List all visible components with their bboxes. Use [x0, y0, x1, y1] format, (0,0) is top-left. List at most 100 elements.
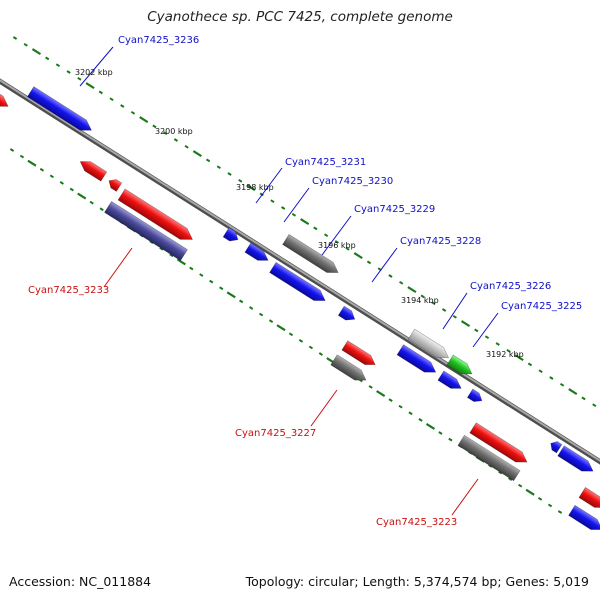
gene-arrow[interactable] — [26, 86, 94, 136]
gene-arrow[interactable] — [282, 233, 342, 277]
scale-tick — [388, 398, 393, 402]
scale-tick — [334, 240, 339, 244]
scale-tick — [59, 181, 64, 185]
scale-tick — [169, 253, 174, 258]
scale-tick — [99, 207, 104, 212]
gene-label[interactable]: Cyan7425_3229 — [354, 204, 435, 215]
scale-tick — [474, 328, 479, 333]
scale-label: 3194 kbp — [401, 296, 439, 305]
gene-label[interactable]: Cyan7425_3223 — [376, 517, 457, 528]
gene-arrow[interactable] — [0, 88, 11, 112]
gene-arrow[interactable] — [396, 344, 439, 378]
scale-tick — [399, 280, 404, 285]
gene-arrow[interactable] — [548, 439, 563, 454]
scale-tick — [276, 324, 286, 332]
scale-tick — [549, 376, 554, 380]
gene-arrow[interactable] — [222, 227, 241, 245]
label-leaders — [79, 46, 499, 516]
scale-tick — [298, 339, 304, 343]
scale-tick — [77, 192, 87, 200]
label-leader-line — [321, 215, 352, 256]
scale-tick — [568, 388, 578, 396]
map-title: Cyanothece sp. PCC 7425, complete genome — [147, 9, 453, 25]
gene-label[interactable]: Cyan7425_3231 — [285, 157, 366, 168]
scale-tick — [189, 266, 194, 271]
scale-tick — [39, 167, 45, 172]
scale-tick — [525, 488, 535, 496]
scale-tick — [226, 291, 236, 299]
gene-arrow[interactable] — [446, 354, 475, 379]
scale-tick — [77, 76, 82, 81]
scale-tick — [98, 90, 103, 95]
gene-arrow[interactable] — [337, 305, 357, 324]
scale-tick — [239, 299, 244, 304]
gene-label[interactable]: Cyan7425_3230 — [312, 176, 393, 187]
gene-label[interactable]: Cyan7425_3233 — [28, 285, 109, 296]
scale-tick — [85, 82, 95, 90]
gene-arrow[interactable] — [578, 487, 600, 512]
scale-tick — [368, 385, 373, 389]
scale-tick — [238, 178, 243, 183]
scale-label: 3200 kbp — [155, 127, 193, 136]
gene-features — [0, 86, 600, 534]
scale-tick — [216, 165, 221, 170]
label-leader-line — [103, 247, 133, 288]
scale-tick — [313, 226, 318, 231]
scale-tick — [192, 150, 202, 158]
scale-tick — [460, 320, 471, 328]
scale-tick — [323, 233, 329, 238]
gene-arrow[interactable] — [244, 242, 271, 265]
gene-arrow[interactable] — [568, 504, 600, 534]
scale-tick — [498, 470, 503, 475]
gene-arrow[interactable] — [104, 201, 188, 261]
scale-tick — [318, 352, 324, 356]
gene-arrow[interactable] — [466, 388, 484, 405]
scale-tick — [581, 396, 586, 401]
scale-tick — [69, 187, 74, 192]
label-leader-line — [283, 187, 310, 223]
gene-label[interactable]: Cyan7425_3228 — [400, 236, 481, 247]
gene-arrow[interactable] — [117, 188, 196, 245]
scale-tick — [431, 301, 436, 306]
scale-tick — [291, 212, 297, 217]
scale-tick — [418, 418, 423, 422]
gene-arrow[interactable] — [457, 434, 521, 482]
scale-tick — [109, 97, 114, 102]
scale-tick — [407, 286, 417, 294]
gene-arrow[interactable] — [469, 422, 530, 467]
gene-arrow[interactable] — [341, 340, 378, 370]
scale-tick — [227, 172, 232, 176]
scale-tick — [547, 503, 553, 508]
scale-label: 3192 kbp — [486, 350, 524, 359]
scale-tick — [258, 312, 264, 317]
label-leader-line — [472, 312, 499, 348]
gene-label[interactable]: Cyan7425_3227 — [235, 428, 316, 439]
scale-tick — [388, 274, 393, 278]
gene-arrow[interactable] — [77, 157, 108, 182]
scale-tick — [176, 258, 186, 266]
scale-tick — [120, 104, 125, 108]
scale-tick — [9, 148, 15, 152]
gene-arrow[interactable] — [407, 328, 452, 363]
gene-label[interactable]: Cyan7425_3236 — [118, 35, 199, 46]
scale-tick — [376, 390, 386, 397]
scale-tick — [398, 404, 403, 409]
scale-tick — [420, 294, 425, 299]
gene-arrow[interactable] — [106, 177, 123, 192]
scale-label: 3198 kbp — [236, 183, 274, 192]
scale-tick — [448, 437, 453, 442]
scale-tick — [300, 218, 310, 226]
scale-tick — [19, 154, 25, 159]
scale-tick — [248, 306, 254, 310]
scale-tick — [205, 158, 211, 163]
gene-arrow[interactable] — [269, 261, 329, 305]
gene-label[interactable]: Cyan7425_3225 — [501, 301, 582, 312]
scale-tick — [268, 319, 274, 323]
scale-tick — [12, 36, 18, 40]
gene-label[interactable]: Cyan7425_3226 — [470, 281, 551, 292]
gene-arrow[interactable] — [557, 445, 597, 476]
scale-tick — [514, 354, 524, 362]
gene-arrow[interactable] — [437, 370, 464, 393]
gene-arrow[interactable] — [330, 354, 370, 385]
scale-tick — [246, 184, 256, 192]
